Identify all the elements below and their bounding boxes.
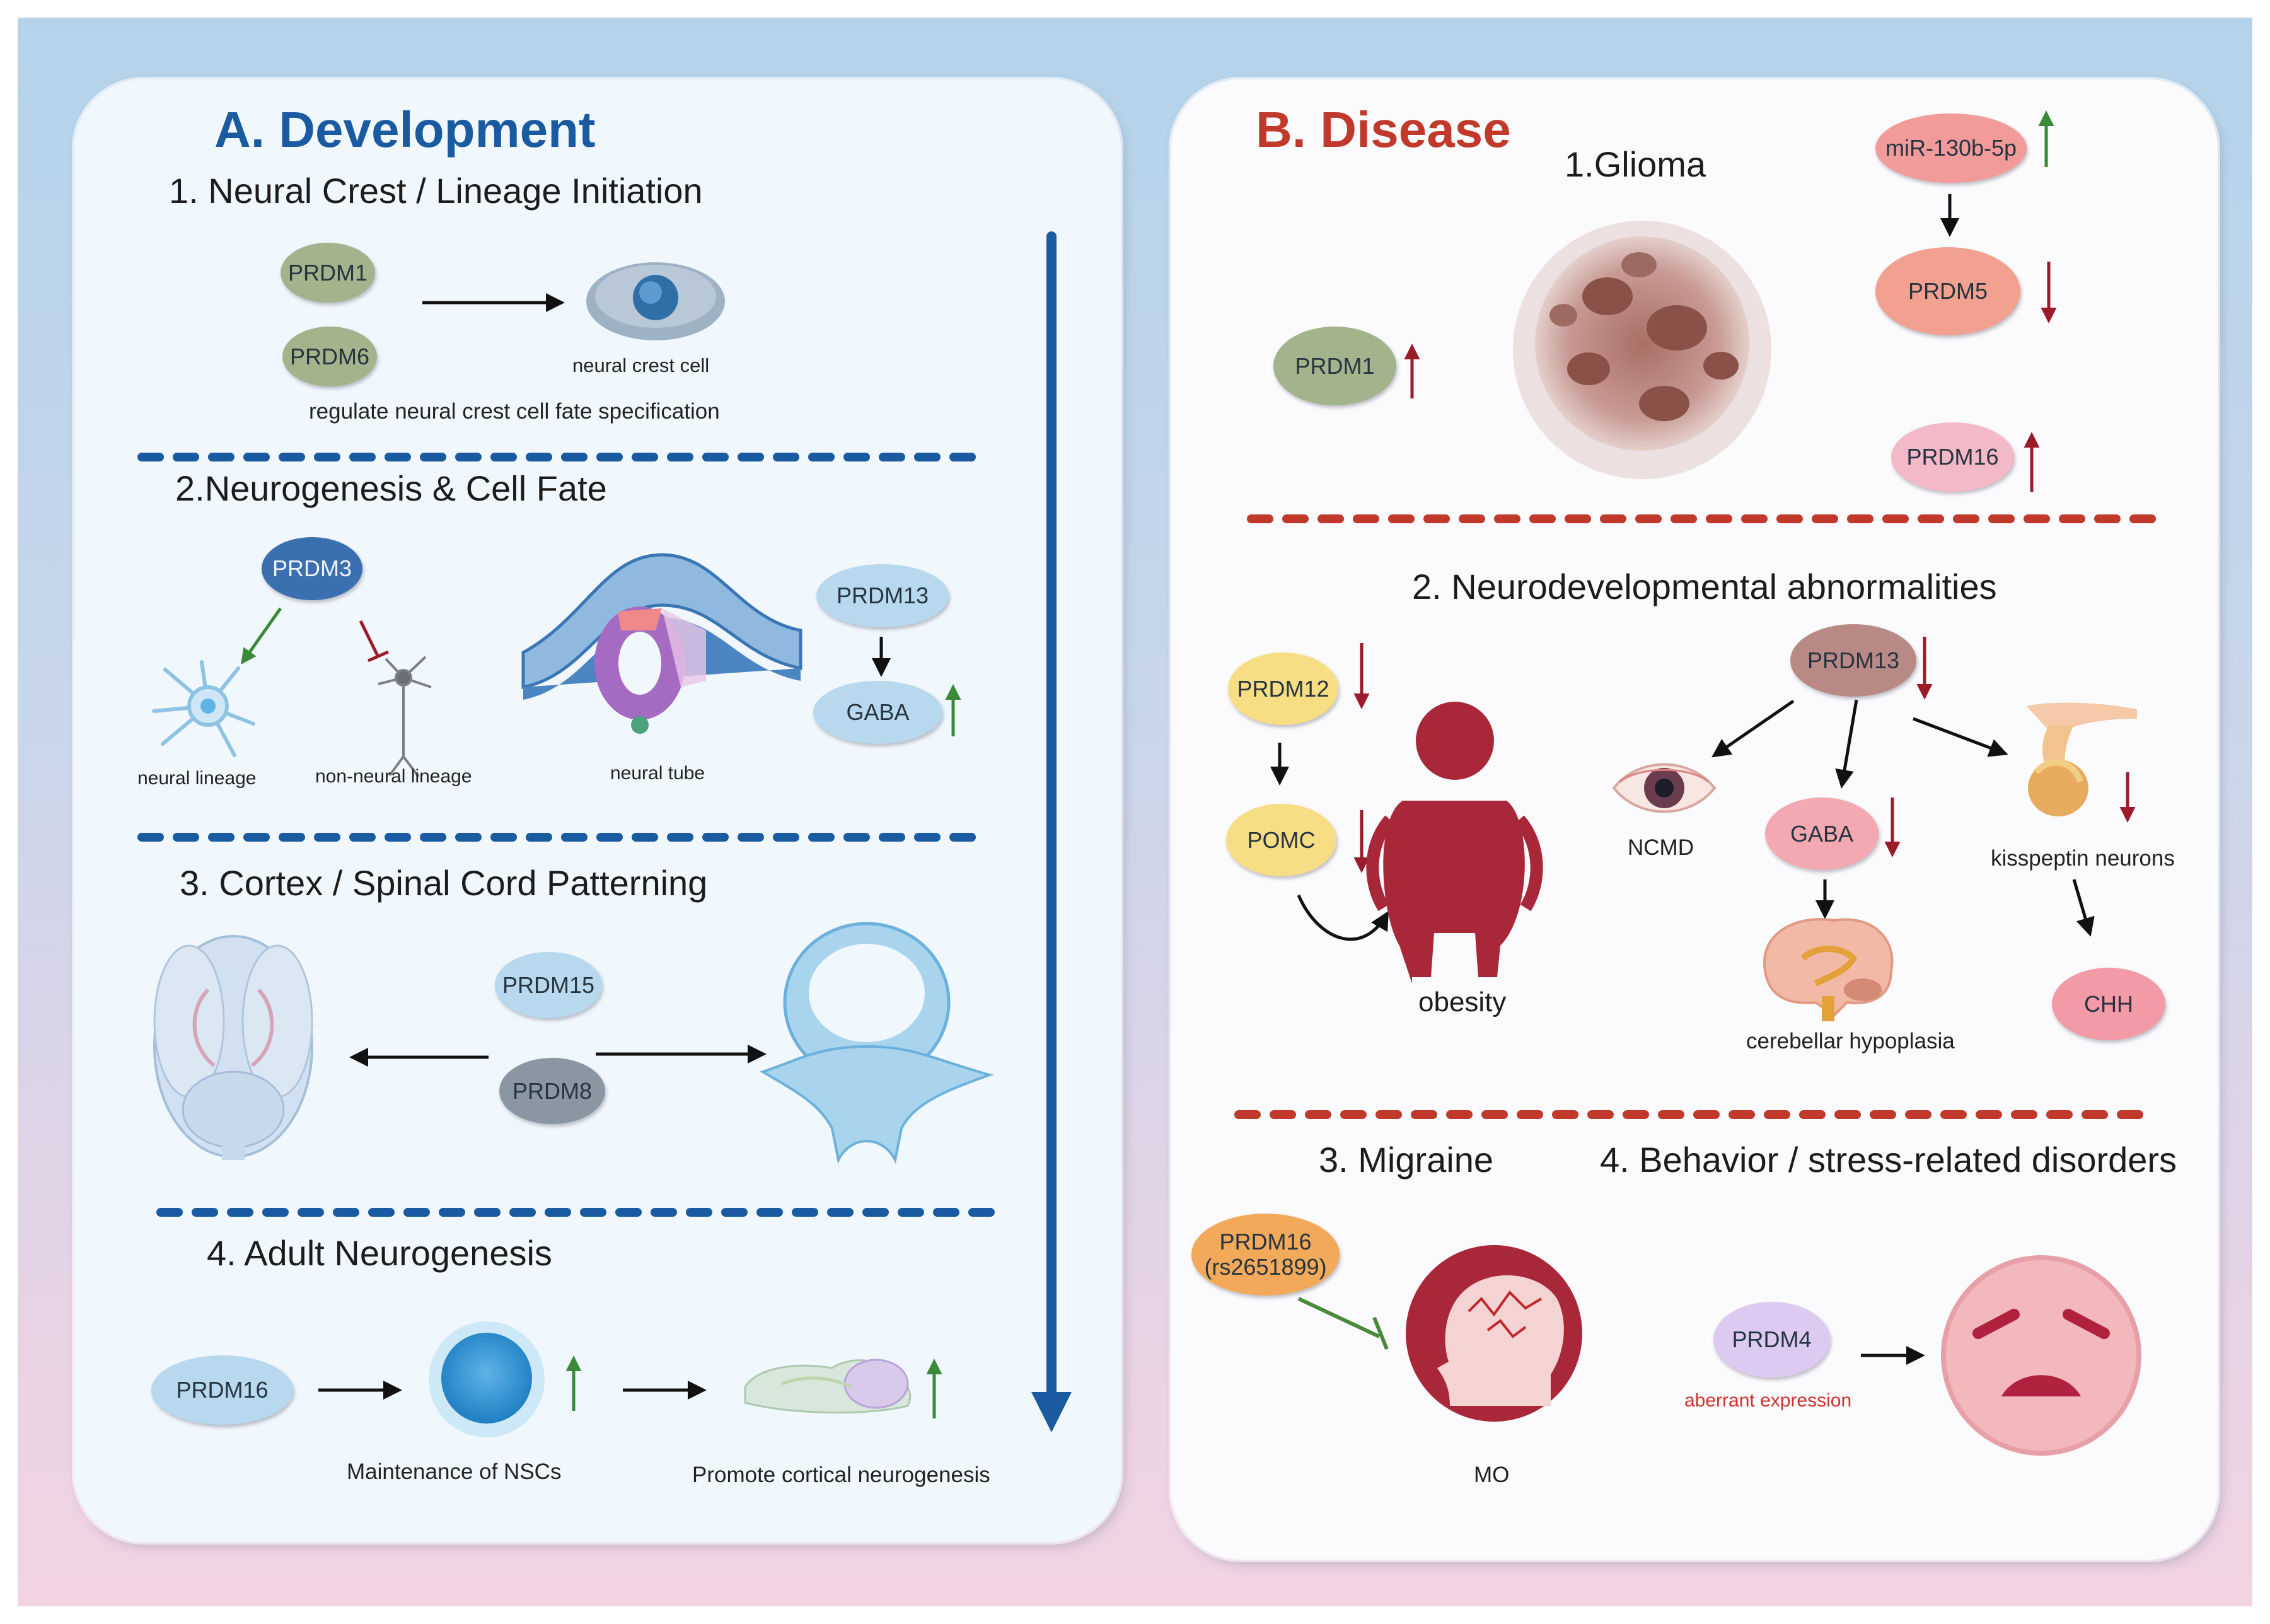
a2-prdm13-node: PRDM13 — [816, 564, 949, 627]
b1-prdm1-node: PRDM1 — [1273, 327, 1396, 405]
pomc-node: POMC — [1226, 804, 1336, 876]
a4-prdm16-node: PRDM16 — [151, 1355, 293, 1425]
prdm15-node: PRDM15 — [495, 952, 602, 1018]
kisspeptin-neurons-label: kisspeptin neurons — [1991, 846, 2175, 871]
neural-crest-cell-label: neural crest cell — [572, 354, 710, 376]
development-panel — [74, 79, 1121, 1542]
b1-heading: 1.Glioma — [1565, 144, 1706, 184]
a1-heading: 1. Neural Crest / Lineage Initiation — [169, 171, 703, 211]
obesity-label: obesity — [1418, 987, 1507, 1018]
b4-heading: 4. Behavior / stress-related disorders — [1600, 1140, 2177, 1180]
b2-prdm13-node: PRDM13 — [1790, 624, 1916, 697]
non-neural-lineage-label: non-neural lineage — [315, 766, 472, 787]
prdm6-node: PRDM6 — [282, 327, 377, 386]
a1-caption: regulate neural crest cell fate specific… — [309, 399, 720, 424]
disease-panel — [1171, 79, 2218, 1560]
disease-title: B. Disease — [1256, 102, 1511, 158]
mir-130b-5p-node: miR-130b-5p — [1875, 113, 2027, 183]
neural-lineage-label: neural lineage — [137, 768, 257, 789]
nsc-label: Maintenance of NSCs — [347, 1459, 562, 1484]
prdm4-node: PRDM4 — [1713, 1302, 1830, 1378]
a4-heading: 4. Adult Neurogenesis — [207, 1233, 552, 1273]
prdm1-node: PRDM1 — [281, 243, 375, 303]
a2-gaba-node: GABA — [813, 681, 942, 744]
b2-gaba-node: GABA — [1765, 798, 1879, 870]
b3-prdm16-line1: PRDM16 — [1219, 1229, 1312, 1255]
ncmd-label: NCMD — [1628, 835, 1694, 860]
a3-heading: 3. Cortex / Spinal Cord Patterning — [180, 863, 708, 903]
b2-heading: 2. Neurodevelopmental abnormalities — [1412, 567, 1997, 606]
b3-prdm16-node: PRDM16 (rs2651899) — [1191, 1214, 1340, 1296]
prdm5-node: PRDM5 — [1875, 247, 2020, 335]
cerebellar-hypoplasia-label: cerebellar hypoplasia — [1746, 1029, 1955, 1053]
chh-node: CHH — [2052, 968, 2165, 1040]
aberrant-expression-label: aberrant expression — [1684, 1390, 1852, 1411]
mo-label: MO — [1474, 1463, 1510, 1487]
b3-prdm16-line2: (rs2651899) — [1204, 1254, 1327, 1280]
prdm8-node: PRDM8 — [499, 1058, 605, 1124]
development-title: A. Development — [214, 102, 596, 158]
cortical-neurogenesis-label: Promote cortical neurogenesis — [692, 1463, 990, 1487]
neural-tube-label: neural tube — [610, 763, 705, 784]
prdm12-node: PRDM12 — [1228, 652, 1338, 725]
b3-heading: 3. Migraine — [1319, 1140, 1494, 1180]
b1-prdm16-node: PRDM16 — [1891, 422, 2014, 492]
prdm3-node: PRDM3 — [262, 537, 362, 600]
a2-heading: 2.Neurogenesis & Cell Fate — [175, 468, 607, 508]
